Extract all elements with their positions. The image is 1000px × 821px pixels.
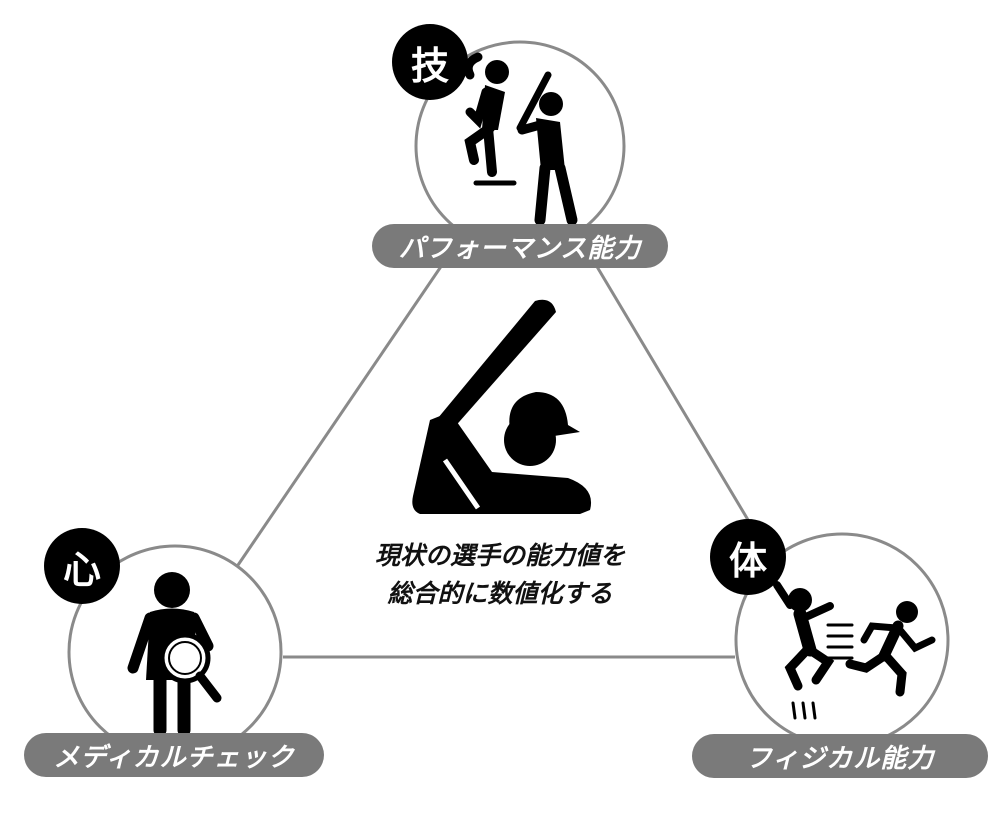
node-label-left: メディカルチェック <box>24 733 324 777</box>
physical-ability-icon <box>773 581 936 720</box>
center-line-1: 現状の選手の能力値を <box>374 541 625 570</box>
node-label-top: パフォーマンス能力 <box>372 224 668 268</box>
triangle-edges <box>234 264 762 659</box>
center-text: 現状の選手の能力値を 総合的に数値化する <box>300 537 700 613</box>
batter-icon <box>412 299 592 514</box>
batter-body <box>412 412 592 514</box>
badge-left: 心 <box>44 528 120 604</box>
bat <box>438 299 556 430</box>
badge-top: 技 <box>392 24 468 100</box>
center-line-2: 総合的に数値化する <box>387 579 613 608</box>
node-label-right: フィジカル能力 <box>692 734 988 778</box>
medical-check-icon <box>127 572 222 737</box>
edge-top-left <box>234 264 444 569</box>
pitcher-batter-icon <box>463 52 578 226</box>
edge-top-right <box>594 264 762 541</box>
badge-right: 体 <box>710 519 786 595</box>
